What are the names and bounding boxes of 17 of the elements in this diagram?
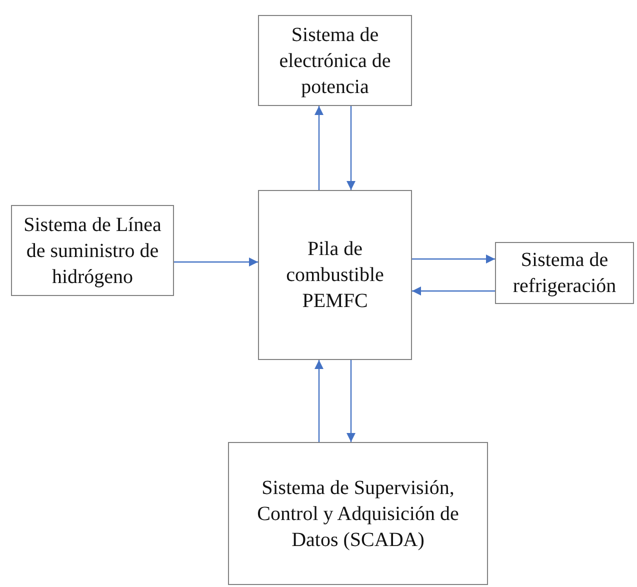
- arrow: [346, 360, 356, 442]
- process-box: [258, 15, 412, 106]
- node-label: Sistema de Supervisión, Control y Adquisición de Datos (SCADA): [256, 476, 460, 552]
- node-label: Sistema de electrónica de potencia: [278, 22, 392, 100]
- node-label: Pila de combustible PEMFC: [285, 237, 385, 314]
- arrow: [412, 254, 495, 264]
- process-box: [228, 442, 488, 585]
- process-box: [258, 190, 412, 360]
- arrow: [314, 360, 324, 442]
- arrow: [174, 258, 258, 266]
- process-box: [11, 205, 174, 296]
- arrow: [314, 106, 324, 190]
- node-label: Sistema de Línea de suministro de hidrógeno: [22, 212, 162, 290]
- process-box: [495, 242, 634, 304]
- arrow: [346, 106, 356, 190]
- arrow: [412, 286, 495, 296]
- node-label: Sistema de refrigeración: [512, 248, 618, 299]
